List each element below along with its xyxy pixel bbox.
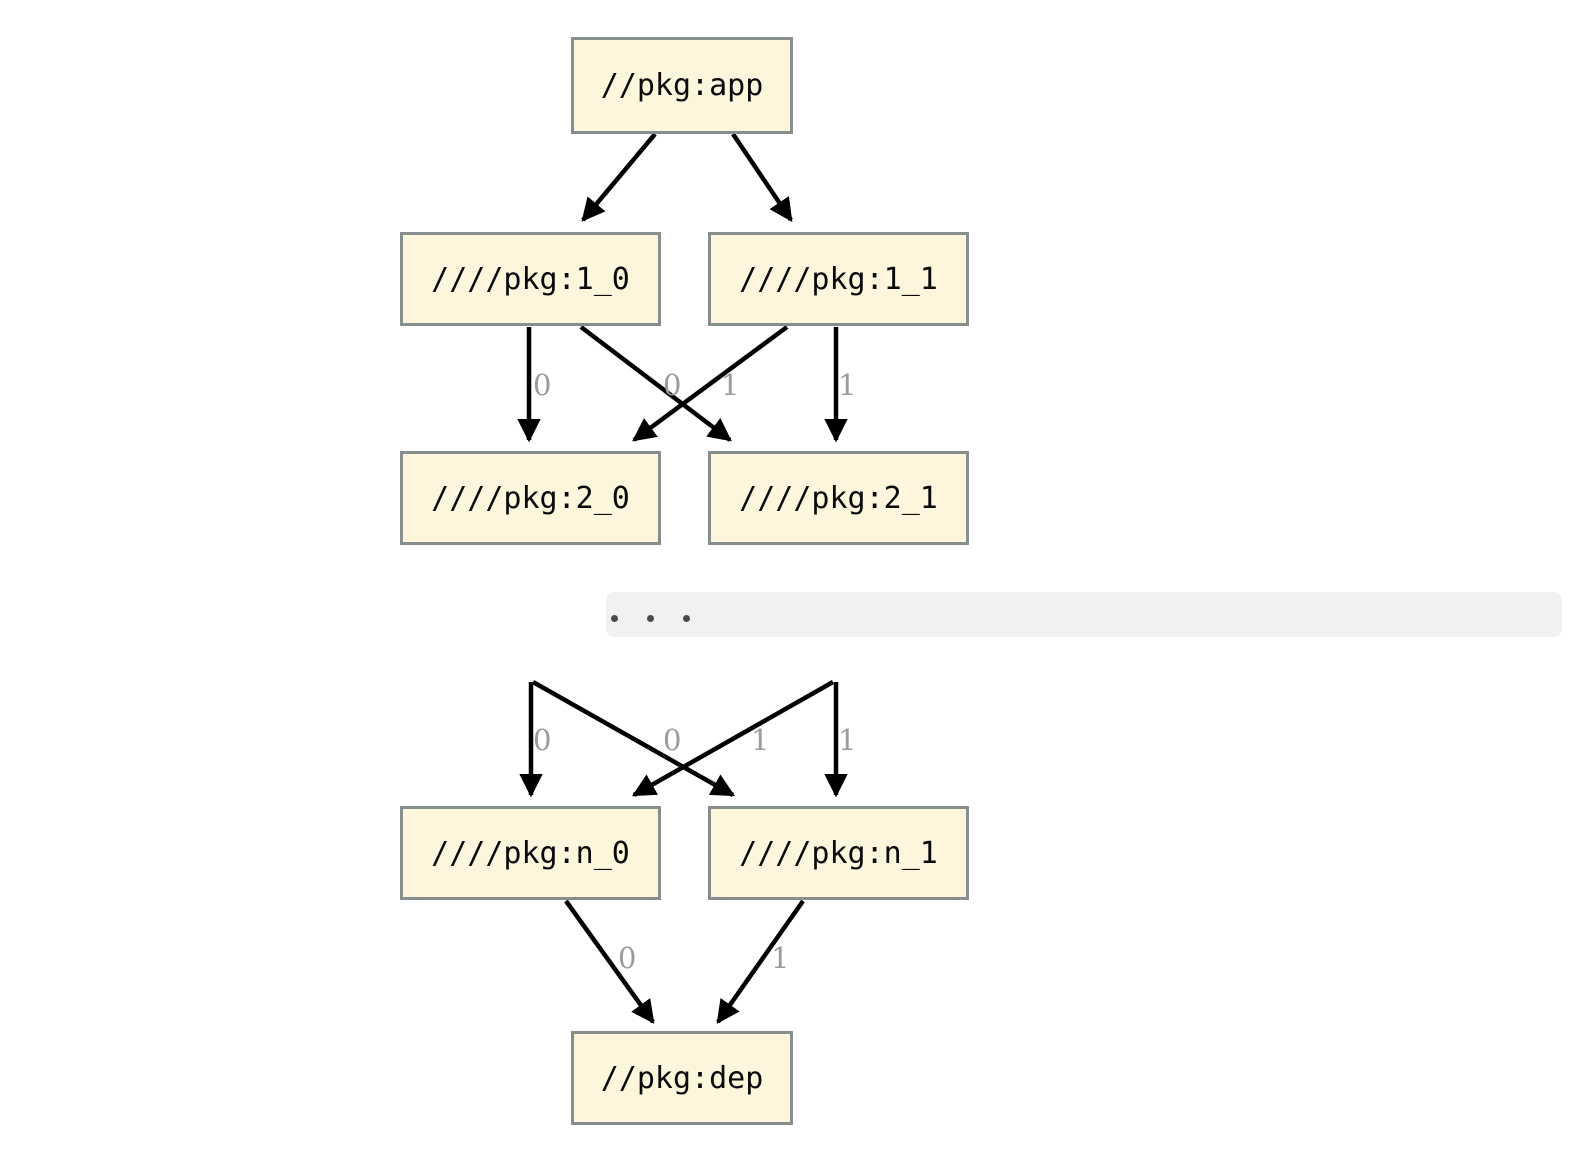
node-label: ////pkg:n_0 xyxy=(431,835,630,871)
node-pkg-n_0[interactable]: ////pkg:n_0 xyxy=(400,806,661,900)
node-label: ////pkg:n_1 xyxy=(739,835,938,871)
node-pkg-2_1[interactable]: ////pkg:2_1 xyxy=(708,451,969,545)
node-pkg-2_0[interactable]: ////pkg:2_0 xyxy=(400,451,661,545)
edge-label-1_1-2_0: 1 xyxy=(721,368,740,402)
node-pkg-1_0[interactable]: ////pkg:1_0 xyxy=(400,232,661,326)
ellipsis-dot-3 xyxy=(683,615,690,622)
node-pkg-1_1[interactable]: ////pkg:1_1 xyxy=(708,232,969,326)
edge-app-to-1_1 xyxy=(731,132,793,222)
edge-label-above-n_1-straight: 1 xyxy=(838,723,857,757)
node-label: //pkg:app xyxy=(600,68,764,103)
node-label: ////pkg:1_0 xyxy=(431,261,630,297)
edge-n_0-to-dep xyxy=(564,899,655,1024)
node-pkg-app[interactable]: //pkg:app xyxy=(571,37,793,134)
node-pkg-n_1[interactable]: ////pkg:n_1 xyxy=(708,806,969,900)
edge-label-above-n_0: 0 xyxy=(533,723,552,757)
edge-label-1_1-2_1: 1 xyxy=(838,368,857,402)
edge-n_1-to-dep xyxy=(716,899,805,1024)
ellipsis-icon xyxy=(611,615,719,622)
edge-above-to-n_1 xyxy=(531,680,736,797)
node-label: ////pkg:2_1 xyxy=(739,480,938,516)
node-label: ////pkg:2_0 xyxy=(431,480,630,516)
edge-label-above-n_0-cross: 1 xyxy=(751,723,770,757)
node-label: //pkg:dep xyxy=(600,1060,764,1096)
node-pkg-dep[interactable]: //pkg:dep xyxy=(571,1031,793,1125)
ellipsis-dot-1 xyxy=(611,615,618,622)
edge-1_0-to-2_1 xyxy=(579,325,732,442)
edge-label-1_0-2_0: 0 xyxy=(533,368,552,402)
truncated-levels-separator xyxy=(606,592,1562,637)
node-label: ////pkg:1_1 xyxy=(739,261,938,297)
edge-above-to-n_0-cross xyxy=(631,680,835,797)
edge-label-1_0-2_1: 0 xyxy=(663,368,682,402)
edge-label-above-n_1: 0 xyxy=(663,723,682,757)
ellipsis-dot-2 xyxy=(647,615,654,622)
edge-app-to-1_0 xyxy=(581,132,657,222)
edge-1_1-to-2_0 xyxy=(632,325,789,442)
edge-label-n_0-dep: 0 xyxy=(618,941,637,975)
edge-label-n_1-dep: 1 xyxy=(771,941,790,975)
